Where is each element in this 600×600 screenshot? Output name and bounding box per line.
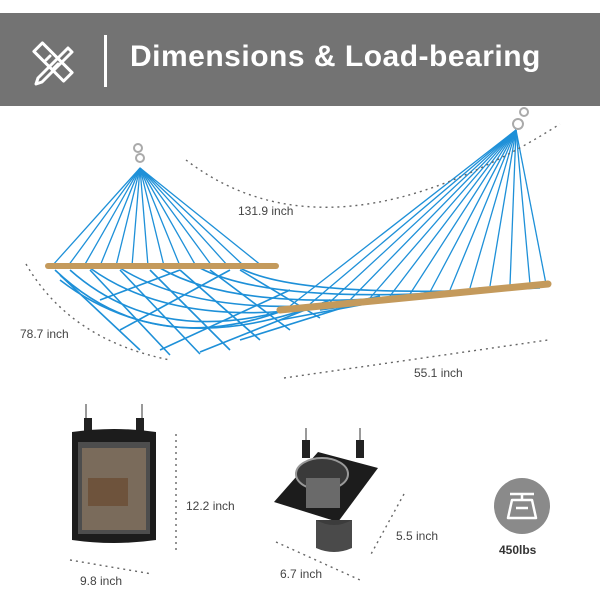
spreader-bar-right — [276, 280, 552, 314]
weight-scale-icon — [506, 492, 538, 520]
length-dimension-line — [185, 123, 561, 208]
header-banner: Dimensions & Load-bearing — [0, 13, 600, 106]
banner-divider — [104, 35, 107, 87]
holder-height-label: 5.5 inch — [396, 529, 439, 543]
pocket-height-label: 12.2 inch — [186, 499, 235, 513]
page-title: Dimensions & Load-bearing — [130, 40, 541, 73]
length-label: 131.9 inch — [238, 204, 294, 218]
width-dimension-line — [283, 339, 549, 379]
height-label: 78.7 inch — [20, 327, 69, 341]
load-capacity-label: 450lbs — [499, 543, 537, 557]
height-dimension-line — [25, 263, 171, 361]
holder-height-dimension-line — [369, 493, 405, 557]
pocket-width-label: 9.8 inch — [80, 574, 123, 588]
cup-holder — [274, 428, 378, 552]
load-badge — [494, 478, 550, 534]
suspension-ropes-right — [289, 129, 547, 307]
hanging-chain-left — [133, 143, 145, 163]
storage-pocket — [72, 404, 156, 543]
hanging-chain-right — [512, 107, 529, 130]
holder-width-label: 6.7 inch — [280, 567, 323, 581]
ruler-pencil-icon — [32, 41, 74, 86]
suspension-ropes-left — [51, 167, 263, 267]
pocket-width-dimension-line — [69, 559, 153, 575]
width-label: 55.1 inch — [414, 366, 463, 380]
